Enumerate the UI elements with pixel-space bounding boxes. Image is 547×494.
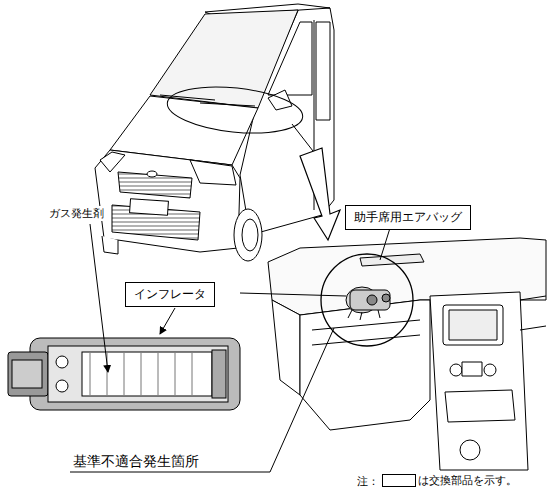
part-name: インフレータ [134, 286, 206, 303]
legend-row: は交換部品を示す。 [382, 473, 517, 488]
note-label: 基準不適合発生箇所 [72, 453, 200, 471]
part-box: インフレータ [125, 282, 215, 307]
part-name: 助手席用エアバッグ [354, 209, 462, 226]
inflator-in-dash [346, 287, 390, 320]
note-prefix: 注： [356, 474, 380, 489]
van-drawing [95, 4, 334, 261]
inflator-section [8, 338, 240, 410]
legend-swatch [382, 474, 416, 487]
legend-text: は交換部品を示す。 [418, 473, 517, 488]
part-box: 助手席用エアバッグ [345, 205, 471, 230]
part-label: ガス発生剤 [48, 206, 105, 221]
dashboard-drawing [268, 238, 546, 470]
leader-lines [70, 224, 390, 472]
big-arrow [300, 148, 340, 240]
